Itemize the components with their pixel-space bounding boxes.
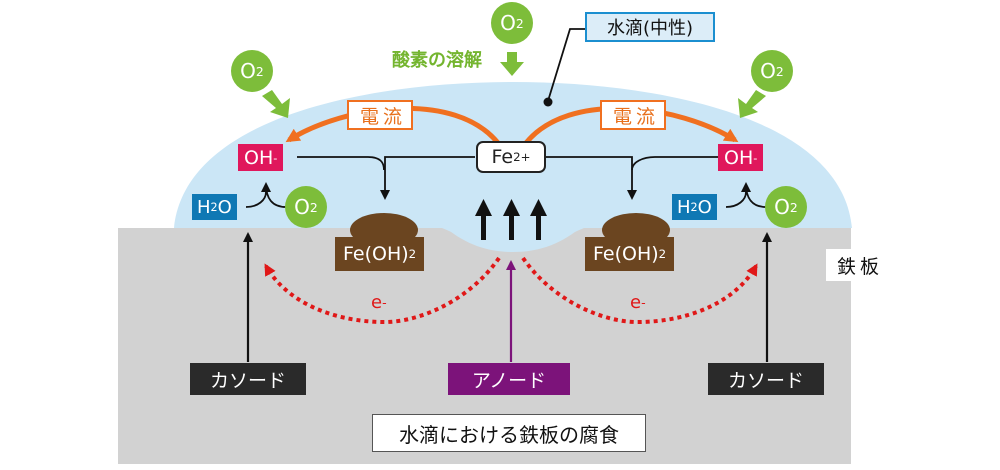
reaction-arrow-right: [741, 182, 767, 208]
oxygen-symbol: O: [294, 195, 310, 219]
oxygen-symbol: O: [760, 59, 776, 83]
hydroxide-symbol: OH: [724, 146, 754, 169]
hydroxide-symbol: OH: [244, 146, 274, 169]
iron-hydroxide-right: Fe(OH)2: [585, 237, 675, 271]
oxygen-subscript: 2: [255, 63, 264, 79]
water-subscript: 2: [690, 200, 698, 214]
cathode-label-right: カソード: [708, 363, 824, 395]
water-droplet-label: 水滴(中性): [585, 12, 715, 42]
water-symbol: H: [197, 196, 211, 218]
hydroxide-ion-right: OH-: [718, 144, 764, 171]
oxygen-subscript: 2: [309, 199, 318, 215]
hydroxide-charge: -: [753, 150, 758, 165]
oxygen-symbol: O: [500, 11, 516, 35]
electron-symbol: e: [371, 291, 383, 313]
steel-plate-label: 鉄板: [826, 249, 890, 281]
current-label-left: 電流: [347, 100, 413, 130]
hydroxide-path-left: [297, 156, 385, 171]
droplet-pointer: [547, 28, 586, 102]
water-symbol-tail: O: [217, 196, 232, 218]
oxygen-symbol: O: [774, 195, 790, 219]
anode-label: アノード: [448, 363, 570, 395]
reaction-arrow-left: [261, 182, 287, 208]
iron-ion-symbol: Fe: [491, 146, 514, 168]
electron-charge: -: [641, 294, 646, 310]
ion-path-left: [380, 156, 475, 200]
iron-hydroxide-subscript: 2: [408, 247, 417, 261]
oxygen-subscript: 2: [515, 15, 524, 31]
water-symbol-tail: O: [697, 196, 712, 218]
cathode-label-left: カソード: [190, 363, 306, 395]
droplet-pointer-dot: [543, 97, 553, 107]
water-symbol: H: [677, 196, 691, 218]
hydroxide-ion-left: OH-: [238, 144, 284, 171]
iron-ion-charge: 2+: [513, 150, 531, 164]
electron-label-left: e-: [371, 289, 387, 315]
oxygen-symbol: O: [240, 59, 256, 83]
iron-hydroxide-formula: Fe(OH): [343, 243, 409, 265]
reaction-join-left: [245, 191, 267, 208]
ion-path-right: [545, 156, 637, 200]
electron-charge: -: [382, 294, 387, 310]
current-label-right: 電流: [600, 100, 666, 130]
electron-symbol: e: [630, 291, 642, 313]
oxygen-arrow-top: [500, 52, 524, 76]
oxygen-subscript: 2: [789, 199, 798, 215]
diagram-title: 水滴における鉄板の腐食: [372, 414, 646, 452]
oxygen-arrow-left: [262, 90, 290, 118]
reaction-join-right: [725, 191, 747, 208]
water-subscript: 2: [210, 200, 218, 214]
hydroxide-charge: -: [273, 150, 278, 165]
oxygen-arrow-right: [738, 90, 766, 118]
oxygen-dissolution-label: 酸素の溶解: [392, 50, 482, 71]
electron-label-right: e-: [630, 289, 646, 315]
dissolution-arrows: [475, 199, 547, 240]
iron-hydroxide-left: Fe(OH)2: [335, 237, 425, 271]
oxygen-subscript: 2: [775, 63, 784, 79]
hydroxide-path-right: [631, 156, 726, 171]
iron-hydroxide-formula: Fe(OH): [593, 243, 659, 265]
iron-hydroxide-subscript: 2: [658, 247, 667, 261]
